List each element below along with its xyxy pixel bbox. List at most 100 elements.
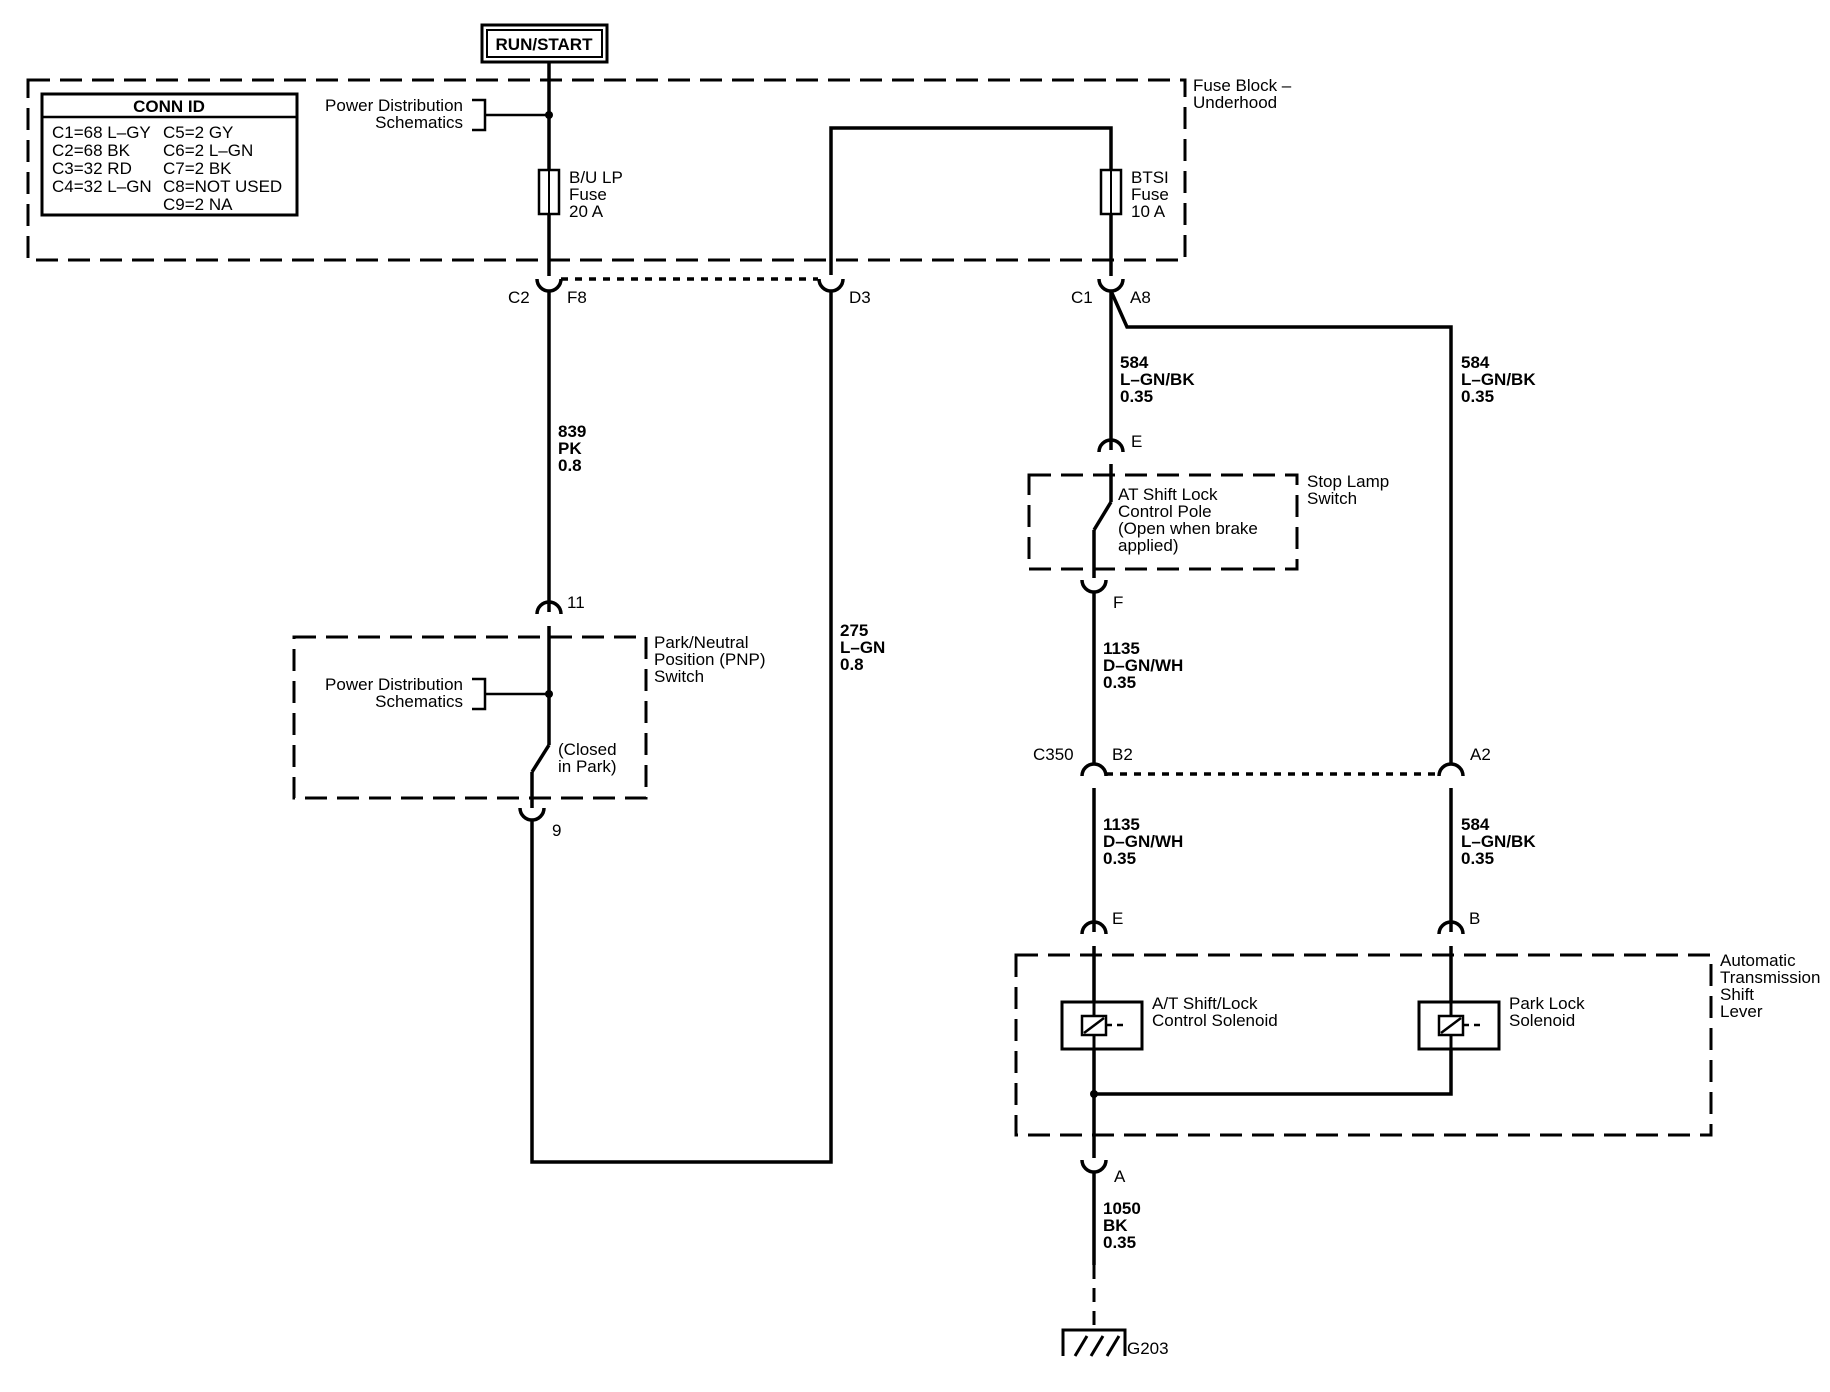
ground-symbol [1061, 1328, 1127, 1357]
conn-id-c4: C4=32 L–GN [52, 177, 152, 196]
label-e-stop: E [1131, 432, 1142, 451]
wire-584c-color: L–GN/BK [1461, 832, 1536, 851]
wire-1135b-size: 0.35 [1103, 849, 1136, 868]
shift-lever-label-1: Automatic [1720, 951, 1796, 970]
label-c350: C350 [1033, 745, 1074, 764]
shift-lever-label-3: Shift [1720, 985, 1754, 1004]
power-dist-bracket [472, 98, 549, 132]
label-pin11: 11 [567, 593, 585, 612]
shift-lever-outline [1014, 953, 1713, 1137]
fuse-bulp-label-2: Fuse [569, 185, 607, 204]
connector-a8 [1097, 278, 1125, 293]
conn-id-c7: C7=2 BK [163, 159, 232, 178]
power-dist-label-2: Schematics [375, 113, 463, 132]
wire-584c-size: 0.35 [1461, 849, 1494, 868]
connector-pin11 [535, 600, 563, 615]
fuse-bulp-label-3: 20 A [569, 202, 604, 221]
shift-lever-label-4: Lever [1720, 1002, 1763, 1021]
label-d3: D3 [849, 288, 871, 307]
solenoid-park-label-2: Solenoid [1509, 1011, 1575, 1030]
wire-1135a-size: 0.35 [1103, 673, 1136, 692]
wire-1135a-num: 1135 [1103, 639, 1140, 658]
stop-pole-3: (Open when brake [1118, 519, 1258, 538]
fuse-btsi-label-2: Fuse [1131, 185, 1169, 204]
pnp-label-3: Switch [654, 667, 704, 686]
wire-btsi-feed [829, 126, 1113, 275]
label-b2: B2 [1112, 745, 1133, 764]
supply-label: RUN/START [496, 35, 594, 54]
label-a2: A2 [1470, 745, 1491, 764]
stop-lamp-label-2: Switch [1307, 489, 1357, 508]
connector-e-stop [1097, 438, 1125, 453]
conn-id-c6: C6=2 L–GN [163, 141, 253, 160]
wire-1050-color: BK [1103, 1216, 1128, 1235]
wire-839-size: 0.8 [558, 456, 582, 475]
wire-275-num: 275 [840, 621, 868, 640]
label-e-lever: E [1112, 909, 1123, 928]
fuse-bulp-label-1: B/U LP [569, 168, 623, 187]
label-pin9: 9 [552, 821, 561, 840]
conn-id-c1: C1=68 L–GY [52, 123, 151, 142]
pnp-power-dist-2: Schematics [375, 692, 463, 711]
connector-f-stop [1080, 579, 1108, 594]
conn-id-table: CONN ID C1=68 L–GY C2=68 BK C3=32 RD C4=… [40, 92, 299, 217]
pnp-state-1: (Closed [558, 740, 617, 759]
wire-839-num: 839 [558, 422, 586, 441]
label-b-lever: B [1469, 909, 1480, 928]
connector-b2 [1080, 762, 1108, 777]
shift-lever-label-2: Transmission [1720, 968, 1820, 987]
stop-pole-2: Control Pole [1118, 502, 1212, 521]
wire-584a-num: 584 [1120, 353, 1149, 372]
connector-f8 [535, 278, 563, 293]
connector-b-lever [1437, 920, 1465, 935]
label-f-stop: F [1113, 593, 1123, 612]
pnp-label-1: Park/Neutral [654, 633, 748, 652]
stop-pole-1: AT Shift Lock [1118, 485, 1218, 504]
conn-id-c5: C5=2 GY [163, 123, 233, 142]
wire-839-color: PK [558, 439, 582, 458]
conn-id-c8: C8=NOT USED [163, 177, 282, 196]
wire-584b-num: 584 [1461, 353, 1490, 372]
stop-lamp-blade [1092, 501, 1113, 531]
pnp-switch-outline [292, 635, 648, 800]
conn-id-c9: C9=2 NA [163, 195, 233, 214]
wire-275 [530, 291, 833, 1164]
pnp-power-dist-bracket [472, 677, 549, 711]
label-a-lever: A [1114, 1167, 1126, 1186]
power-dist-label-1: Power Distribution [325, 96, 463, 115]
wire-275-color: L–GN [840, 638, 885, 657]
wire-1135b-color: D–GN/WH [1103, 832, 1183, 851]
wire-1135a-color: D–GN/WH [1103, 656, 1183, 675]
conn-id-title: CONN ID [133, 97, 205, 116]
wire-584a-color: L–GN/BK [1120, 370, 1195, 389]
wire-584b-size: 0.35 [1461, 387, 1494, 406]
fuse-block-label-2: Underhood [1193, 93, 1277, 112]
stop-lamp-label-1: Stop Lamp [1307, 472, 1389, 491]
label-f8: F8 [567, 288, 587, 307]
fuse-block-outline [26, 78, 1187, 262]
wire-584a-size: 0.35 [1120, 387, 1153, 406]
connector-e-lever [1080, 920, 1108, 935]
pnp-power-dist-1: Power Distribution [325, 675, 463, 694]
conn-id-c3: C3=32 RD [52, 159, 132, 178]
wire-1135b-num: 1135 [1103, 815, 1140, 834]
wire-584-right [1109, 290, 1453, 764]
connector-pin9 [518, 807, 546, 822]
solenoid-at-label-2: Control Solenoid [1152, 1011, 1278, 1030]
solenoid-park-lock [1417, 1000, 1501, 1051]
connector-d3 [817, 278, 845, 293]
pnp-state-2: in Park) [558, 757, 617, 776]
fuse-btsi-label-1: BTSI [1131, 168, 1169, 187]
solenoid-at-shift-lock [1060, 1000, 1144, 1051]
ground-label: G203 [1127, 1339, 1169, 1358]
wire-275-size: 0.8 [840, 655, 864, 674]
fuse-block-label-1: Fuse Block – [1193, 76, 1292, 95]
solenoid-park-label-1: Park Lock [1509, 994, 1585, 1013]
wire-1050-size: 0.35 [1103, 1233, 1136, 1252]
lever-common-return [1092, 1049, 1453, 1096]
fuse-btsi-label-3: 10 A [1131, 202, 1166, 221]
solenoid-at-label-1: A/T Shift/Lock [1152, 994, 1258, 1013]
run-start-supply: RUN/START [480, 23, 609, 64]
wire-584b-color: L–GN/BK [1461, 370, 1536, 389]
